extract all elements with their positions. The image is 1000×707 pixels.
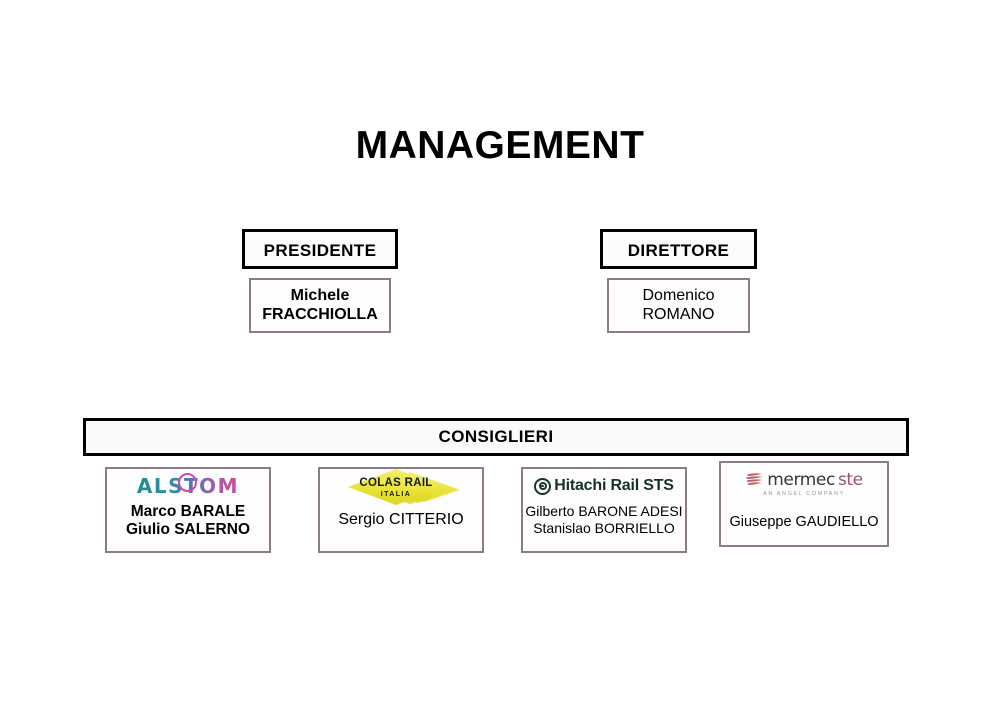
mermec-logo-text-ste: ste bbox=[837, 469, 863, 490]
consiglieri-banner: CONSIGLIERI bbox=[83, 418, 909, 456]
hitachi-logo-group: Hitachi Rail STS bbox=[534, 477, 674, 495]
person-first-name: Domenico bbox=[642, 287, 715, 304]
colas-logo-text: COLAS RAIL bbox=[359, 477, 433, 489]
member-name: Gilberto BARONE ADESI bbox=[525, 503, 683, 519]
mermec-logo: mermec ste AN ANGEL COMPANY bbox=[721, 463, 887, 503]
board-member-card-alstom: ALSTOM Marco BARALE Giulio SALERNO bbox=[105, 467, 271, 553]
member-name: Stanislao BORRIELLO bbox=[533, 520, 675, 536]
role-column-direttore: DIRETTORE Domenico ROMANO bbox=[600, 229, 757, 333]
colas-logo-subtext: ITALIA bbox=[380, 491, 412, 498]
person-box-presidente: Michele FRACCHIOLLA bbox=[249, 278, 391, 333]
mermec-logo-group: mermec ste AN ANGEL COMPANY bbox=[745, 469, 863, 497]
board-member-card-mermec-ste: mermec ste AN ANGEL COMPANY Giuseppe GAU… bbox=[719, 461, 889, 547]
hitachi-logo-text: Hitachi Rail STS bbox=[554, 477, 674, 494]
alstom-logo: ALSTOM bbox=[107, 469, 269, 503]
member-name: Sergio CITTERIO bbox=[338, 511, 464, 528]
member-name: Giuseppe GAUDIELLO bbox=[729, 514, 879, 530]
page-title: MANAGEMENT bbox=[355, 124, 645, 167]
hitachi-logo: Hitachi Rail STS bbox=[523, 469, 685, 503]
colas-rail-logo: COLAS RAIL ITALIA bbox=[320, 469, 482, 506]
mermec-swoosh-icon bbox=[746, 473, 764, 485]
mermec-logo-text: mermec bbox=[767, 469, 835, 490]
member-name: Giulio SALERNO bbox=[126, 521, 250, 538]
role-header-presidente: PRESIDENTE bbox=[242, 229, 398, 269]
board-member-card-hitachi-rail-sts: Hitachi Rail STS Gilberto BARONE ADESI S… bbox=[521, 467, 687, 553]
board-member-card-colas-rail: COLAS RAIL ITALIA Sergio CITTERIO bbox=[318, 467, 484, 553]
member-name: Marco BARALE bbox=[130, 503, 246, 520]
colas-logo-text-group: COLAS RAIL ITALIA bbox=[350, 477, 442, 500]
person-last-name: ROMANO bbox=[642, 306, 715, 323]
member-names: Giuseppe GAUDIELLO bbox=[721, 513, 887, 531]
hitachi-concentric-circle-icon bbox=[534, 477, 552, 495]
mermec-logo-tagline: AN ANGEL COMPANY bbox=[763, 490, 845, 497]
role-header-direttore: DIRETTORE bbox=[600, 229, 757, 269]
person-last-name: FRACCHIOLLA bbox=[262, 306, 378, 323]
role-column-presidente: PRESIDENTE Michele FRACCHIOLLA bbox=[242, 229, 398, 333]
member-names: Marco BARALE Giulio SALERNO bbox=[107, 503, 269, 539]
member-names: Sergio CITTERIO bbox=[320, 511, 482, 529]
person-first-name: Michele bbox=[290, 287, 350, 304]
mermec-logo-row: mermec ste bbox=[745, 469, 863, 490]
person-box-direttore: Domenico ROMANO bbox=[607, 278, 750, 333]
member-names: Gilberto BARONE ADESI Stanislao BORRIELL… bbox=[523, 503, 685, 537]
colas-rail-diamond-icon: COLAS RAIL ITALIA bbox=[326, 469, 476, 506]
alstom-ring-icon bbox=[178, 473, 197, 492]
